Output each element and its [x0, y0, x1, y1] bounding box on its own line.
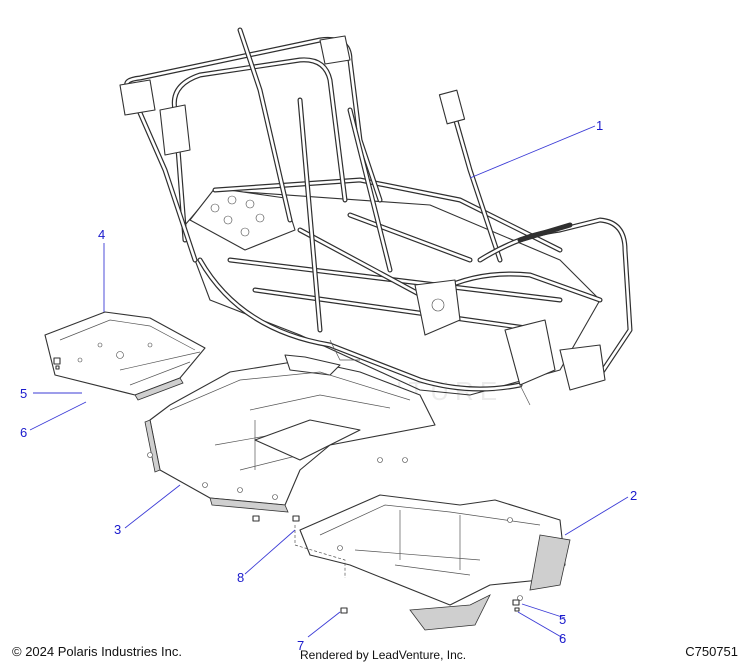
callout-1[interactable]: 1 — [596, 118, 603, 133]
diagram-id-text: C750751 — [685, 644, 738, 659]
callout-8[interactable]: 8 — [237, 570, 244, 585]
rendered-by-text: Rendered by LeadVenture, Inc. — [300, 648, 467, 662]
callout-3[interactable]: 3 — [114, 522, 121, 537]
callout-5-right[interactable]: 5 — [559, 612, 566, 627]
frame-part-1[interactable] — [119, 27, 633, 406]
callout-4[interactable]: 4 — [98, 227, 105, 242]
leader-lines — [29, 125, 629, 639]
callout-6-right[interactable]: 6 — [559, 631, 566, 646]
callout-5-left[interactable]: 5 — [20, 386, 27, 401]
callout-6-left[interactable]: 6 — [20, 425, 27, 440]
skid-plate-part-2[interactable] — [299, 494, 571, 631]
skid-plate-part-3[interactable] — [144, 354, 436, 522]
skid-plate-part-4[interactable] — [44, 311, 206, 401]
copyright-text: © 2024 Polaris Industries Inc. — [12, 644, 182, 659]
callout-2[interactable]: 2 — [630, 488, 637, 503]
callout-7[interactable]: 7 — [297, 638, 304, 653]
